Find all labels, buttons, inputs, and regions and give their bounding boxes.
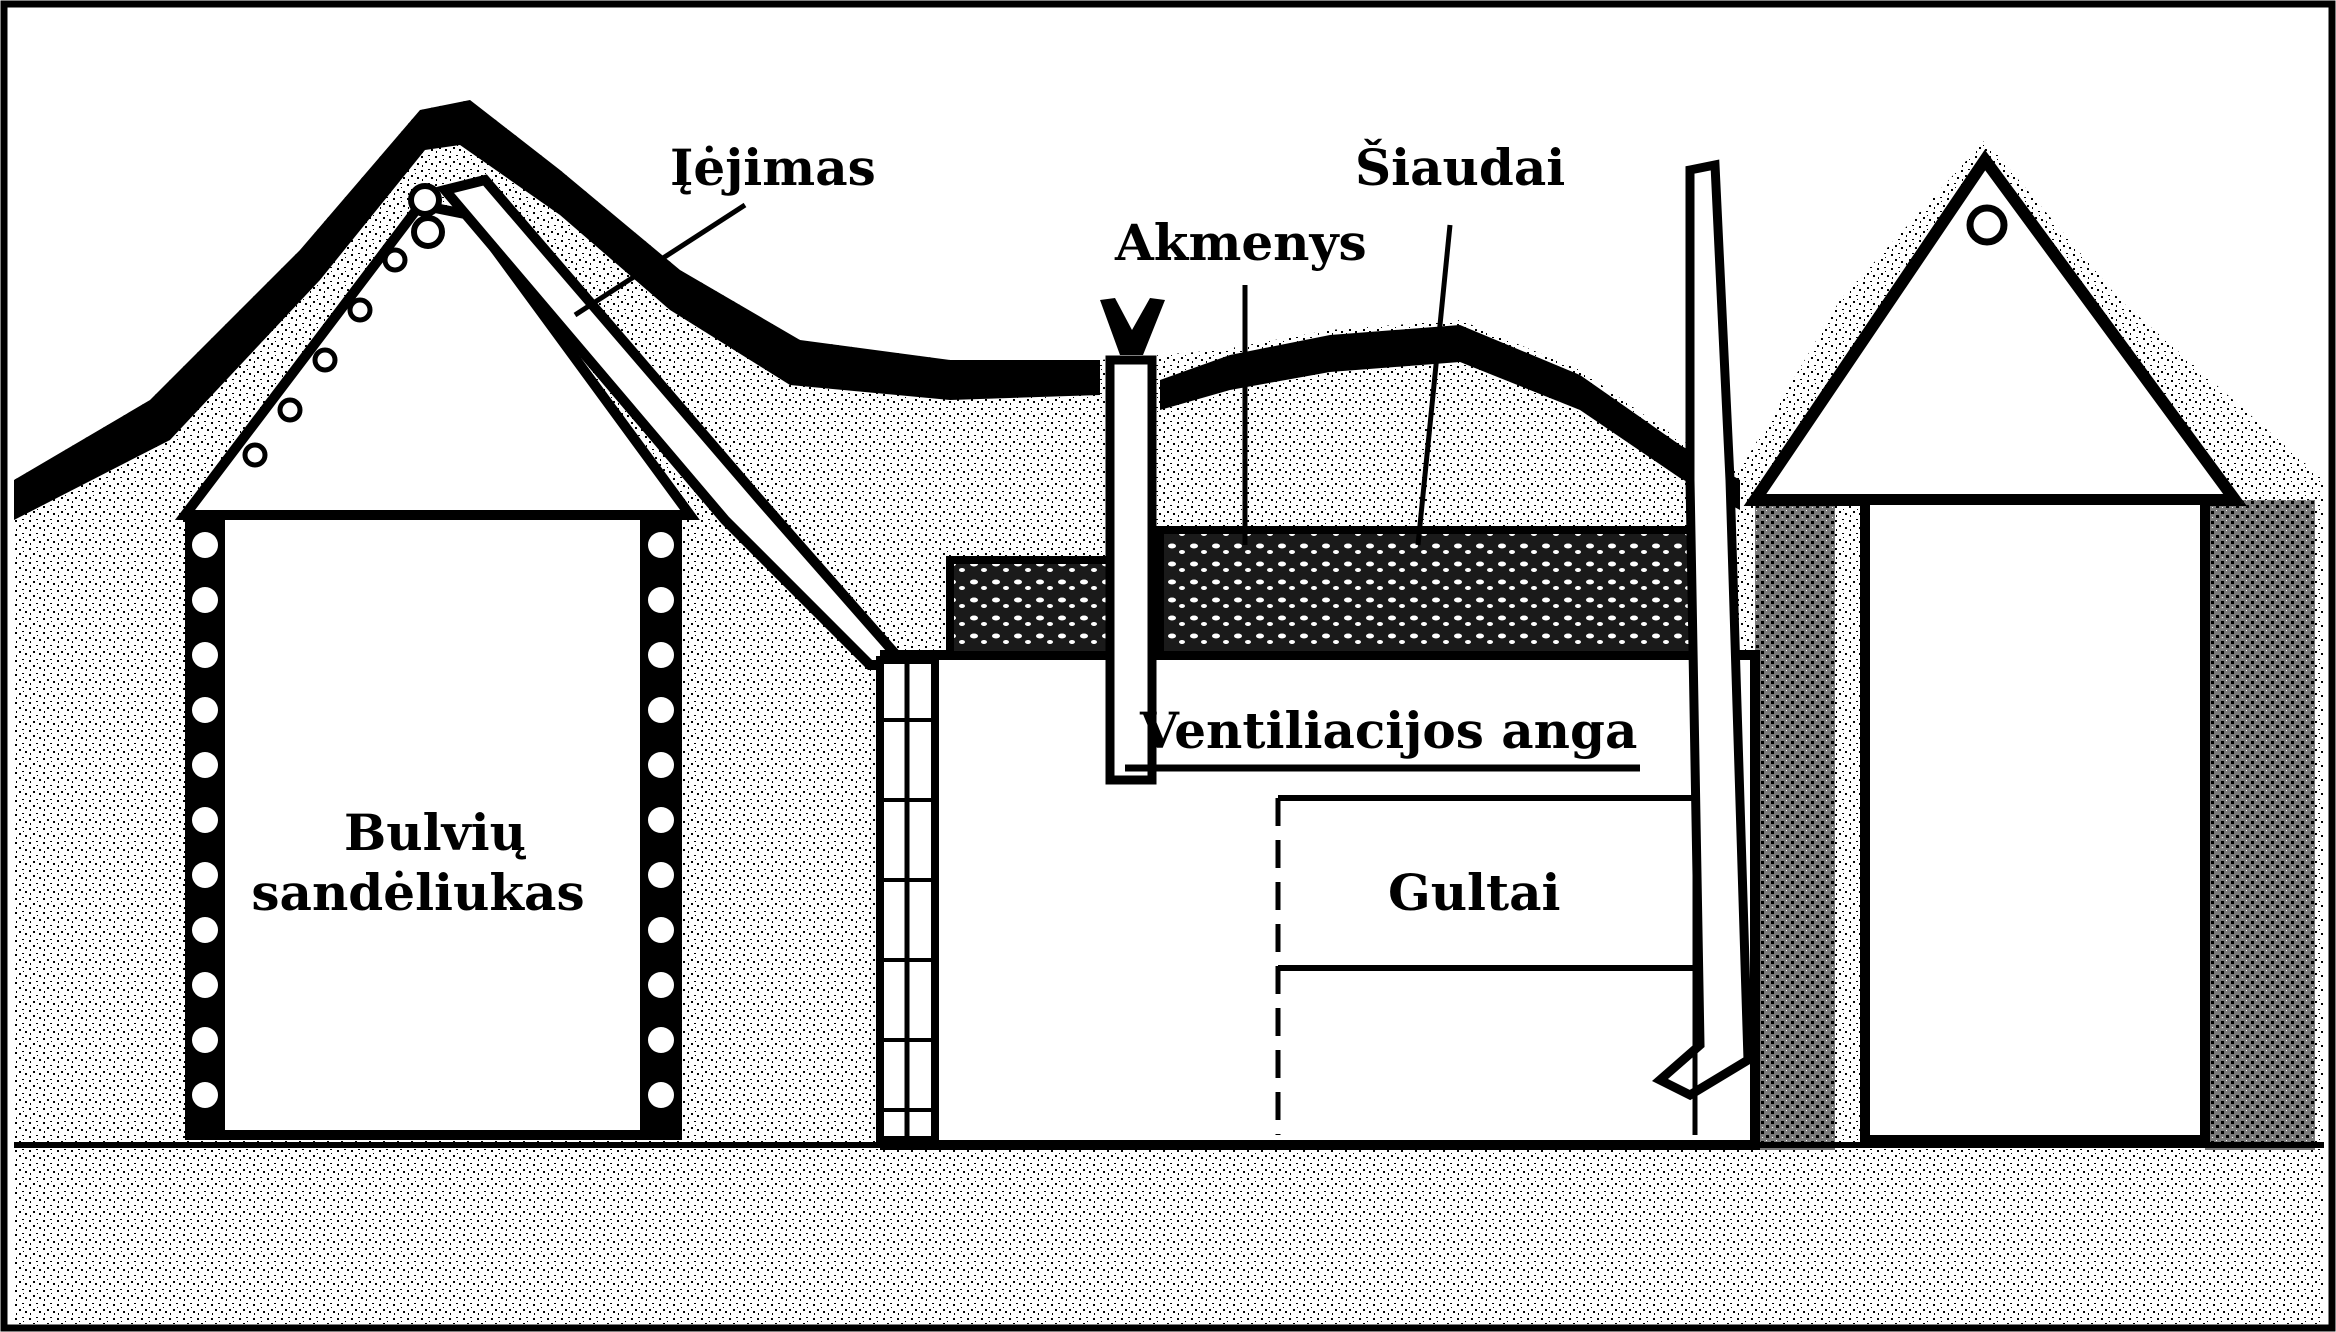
- label-straw: Šiaudai: [1355, 138, 1565, 197]
- ceiling-stones-left: [946, 556, 1114, 659]
- right-cabin-roof-log: [1966, 204, 2008, 246]
- storage-right-log-wall: [640, 515, 682, 1140]
- ventilation-shaft: [1100, 298, 1640, 785]
- bunks: [1275, 795, 1698, 1135]
- storage-roof-logs: [242, 183, 445, 468]
- right-cabin-room: [1860, 495, 2210, 1145]
- label-storage-line2: sandėliukas: [251, 863, 584, 922]
- storage-left-log-wall: [185, 515, 225, 1140]
- label-stones: Akmenys: [1114, 213, 1367, 272]
- label-entrance: Įėjimas: [670, 138, 876, 197]
- leader-straw: [1415, 224, 1453, 546]
- soil-right-wall: [1755, 500, 1835, 1150]
- label-storage-line1: Bulvių: [344, 803, 527, 862]
- label-bunks: Gultai: [1388, 863, 1561, 922]
- leader-entrance: [573, 202, 747, 318]
- turf-left: [14, 100, 1100, 520]
- storage-room: [210, 510, 665, 1140]
- soil-right-edge: [2205, 500, 2315, 1150]
- stove-pipe: [1651, 159, 1753, 1101]
- label-ventilation: Ventiliacijos anga: [1139, 701, 1637, 760]
- turf-middle: [1160, 325, 1740, 510]
- stones-and-straw-layer: [1156, 526, 1709, 659]
- entrance-ladder: [876, 656, 939, 1144]
